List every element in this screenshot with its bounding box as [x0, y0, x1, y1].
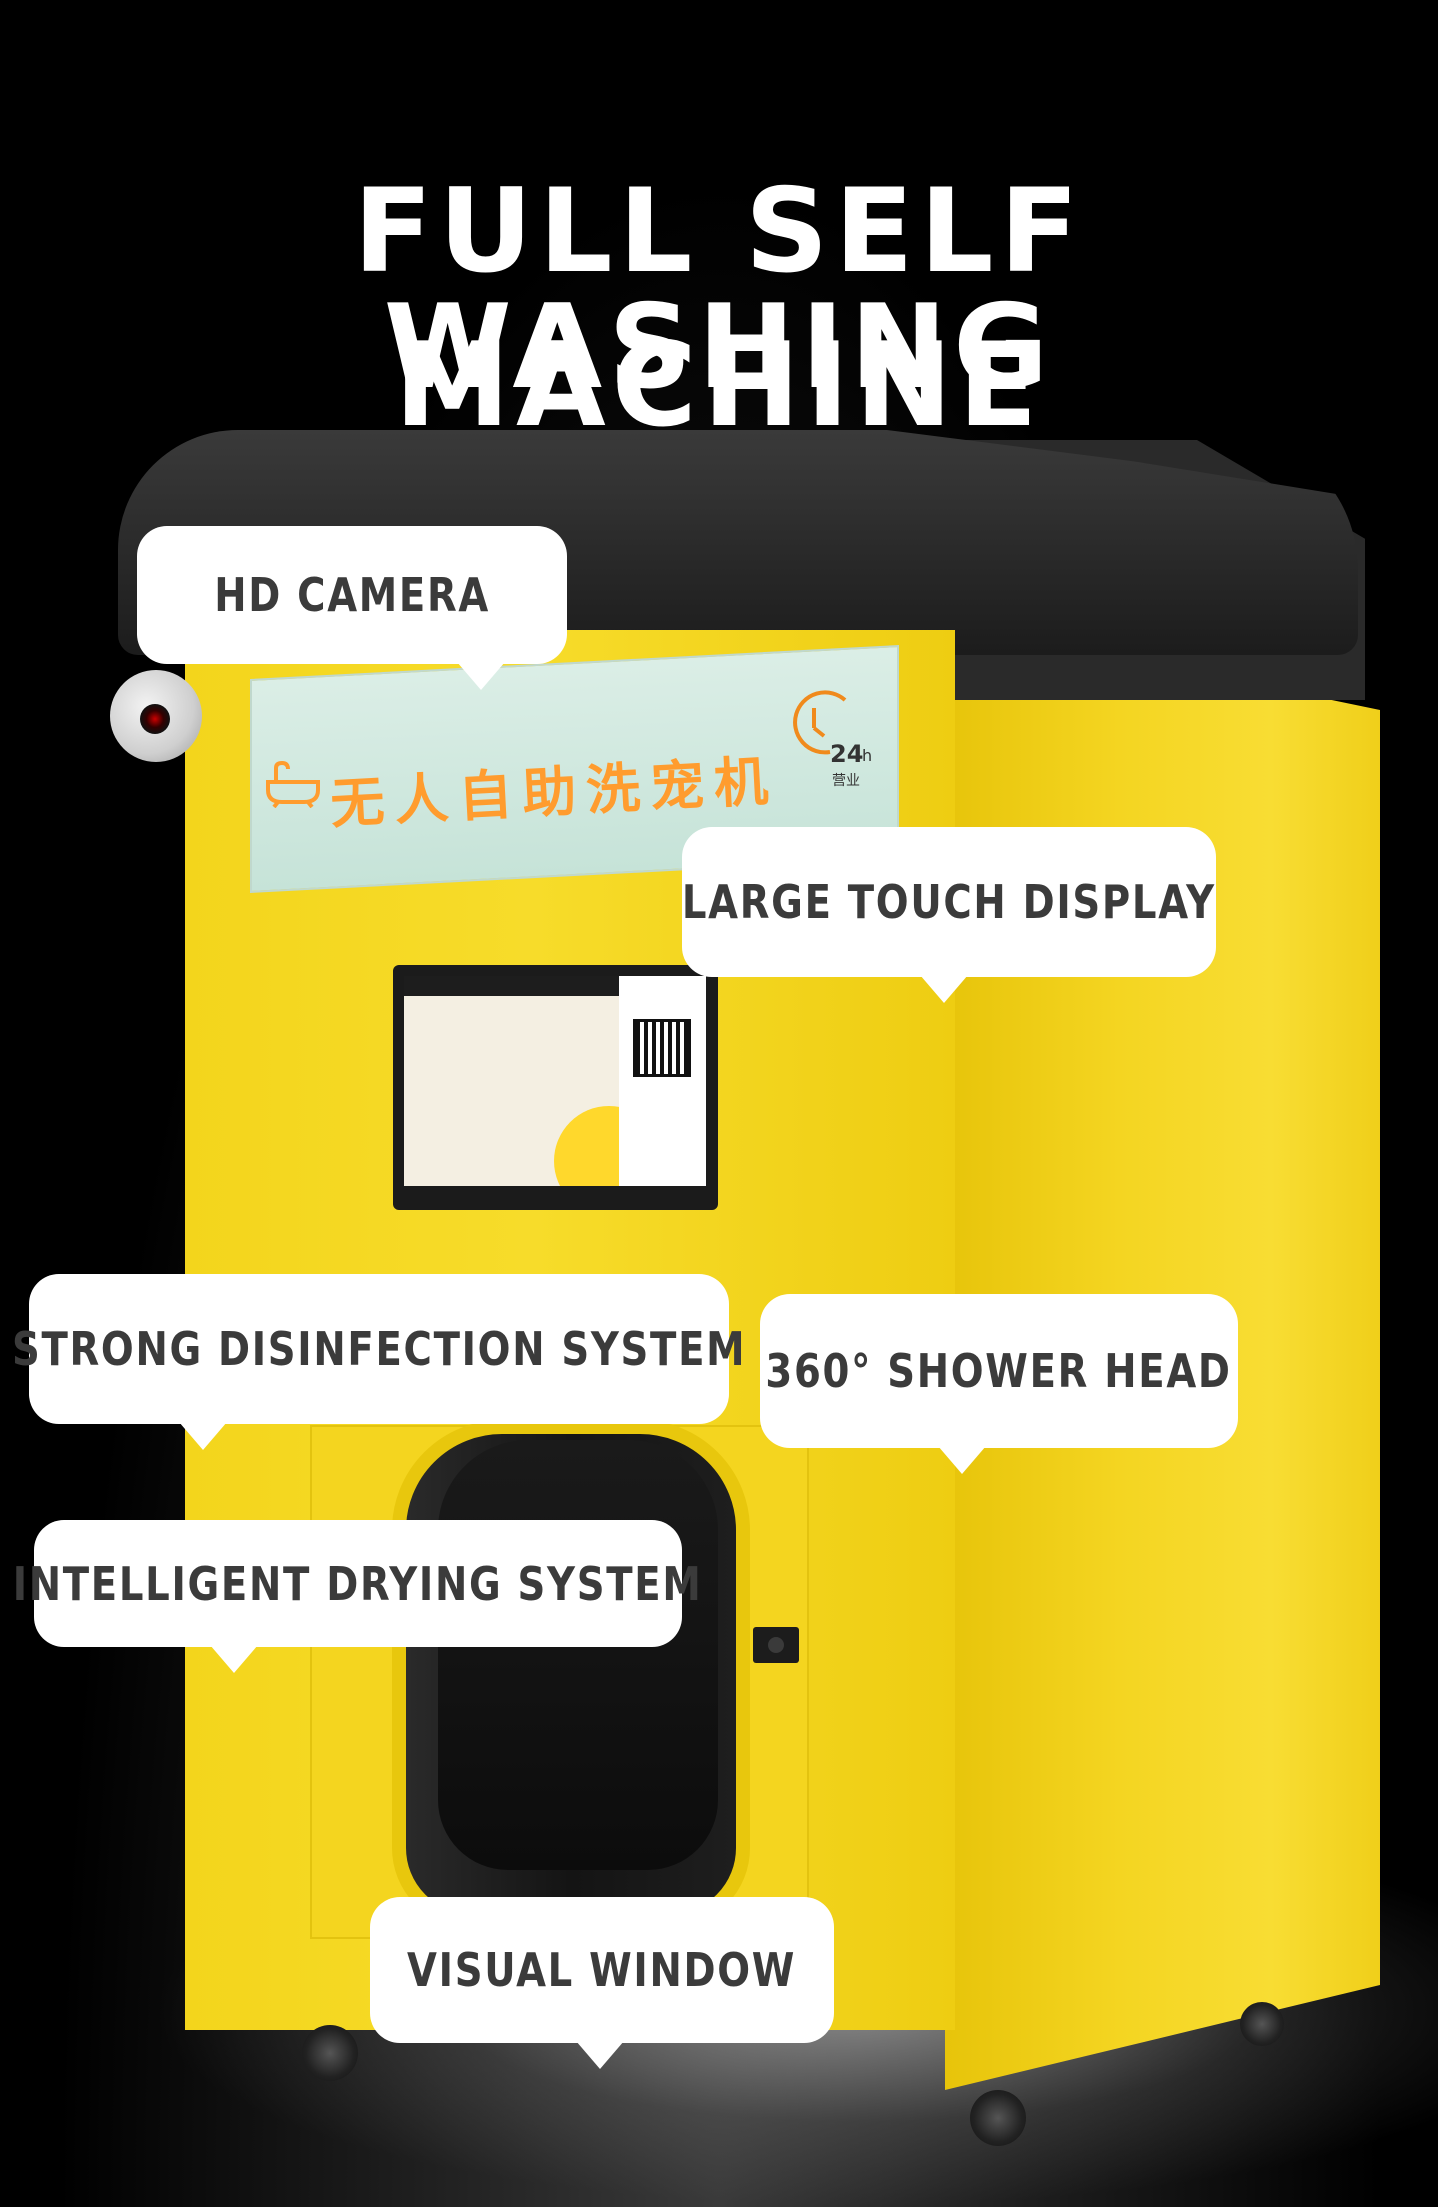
touch-display[interactable] [404, 976, 706, 1186]
qr-code-icon[interactable] [633, 1019, 691, 1077]
callout-shower-head: 360° SHOWER HEAD [760, 1294, 1238, 1474]
clock-badge-label: 营业 [832, 773, 860, 789]
screen-qr-panel [619, 976, 706, 1186]
callout-label: INTELLIGENT DRYING SYSTEM [13, 1556, 703, 1611]
callout-label: LARGE TOUCH DISPLAY [682, 875, 1216, 929]
callout-drying: INTELLIGENT DRYING SYSTEM [13, 1520, 701, 1673]
headline-line-1: FULL SELF WASHING [353, 163, 1085, 415]
callout-touch-display: LARGE TOUCH DISPLAY [682, 827, 1216, 1003]
bathtub-icon [266, 760, 320, 808]
caster-wheel [302, 2025, 358, 2081]
callout-hd-camera: HD CAMERA [137, 526, 567, 690]
callout-label: 360° SHOWER HEAD [765, 1344, 1233, 1398]
clock-badge-unit: h [862, 746, 873, 765]
callout-label: VISUAL WINDOW [407, 1943, 797, 1997]
headline-line-2: MACHINE [394, 317, 1044, 453]
clock-badge-number: 24 [830, 740, 864, 768]
callout-label: STRONG DISINFECTION SYSTEM [11, 1322, 747, 1376]
caster-wheel [1240, 2002, 1284, 2046]
window-glass [438, 1440, 718, 1870]
caster-wheel [970, 2090, 1026, 2146]
screen-header [404, 976, 619, 996]
clock-24h-icon: 24 h 营业 [790, 690, 880, 800]
door-lock-icon[interactable] [753, 1627, 799, 1663]
camera-icon [110, 670, 202, 762]
callout-label: HD CAMERA [214, 568, 490, 622]
callout-disinfection: STRONG DISINFECTION SYSTEM [12, 1274, 744, 1450]
callout-visual-window: VISUAL WINDOW [370, 1897, 834, 2069]
